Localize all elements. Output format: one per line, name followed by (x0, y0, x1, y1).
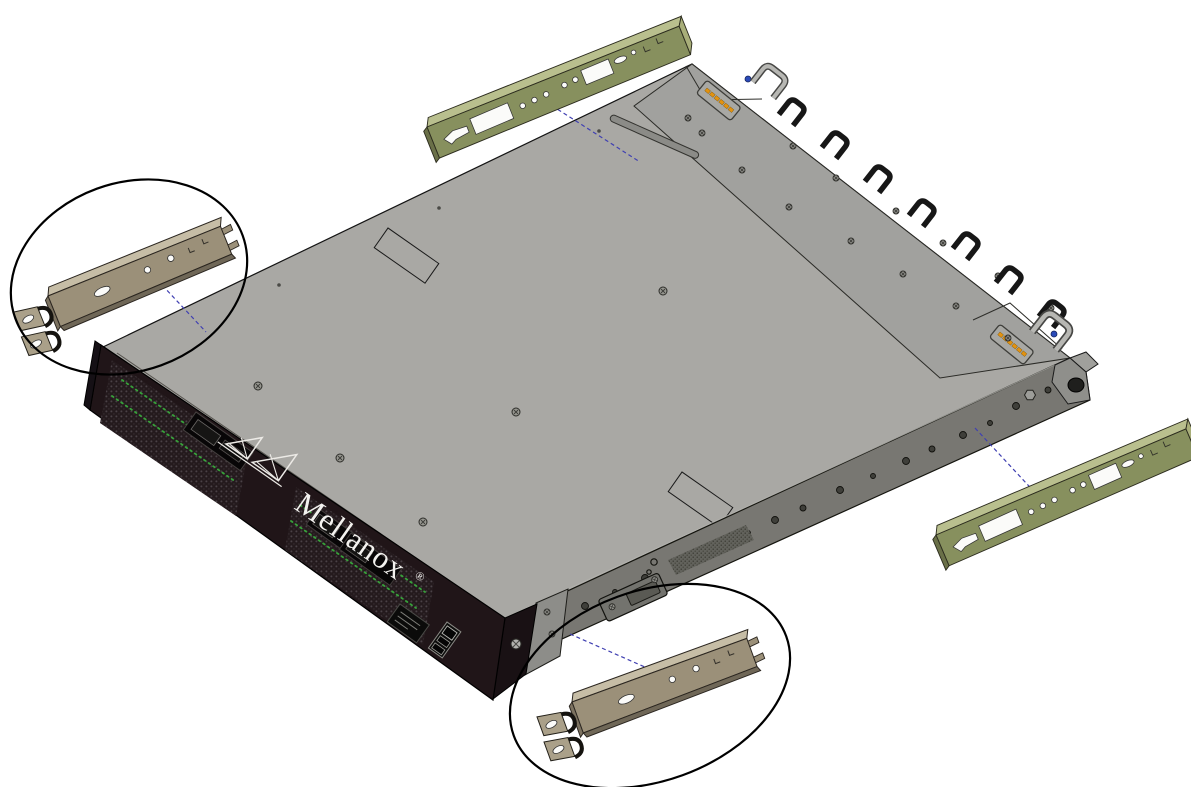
port-cage (338, 532, 403, 586)
side-panel-highlight (506, 359, 1067, 618)
callout-ellipse-left (9, 178, 249, 376)
corner-hole (1067, 377, 1085, 393)
status-display (386, 603, 431, 644)
fan-handle (953, 232, 980, 260)
rear-tray-details (684, 65, 1063, 366)
hex-bolt (1023, 389, 1037, 401)
front-bezel: Mellanox ® (83, 340, 538, 702)
rear-corner-block (1051, 351, 1099, 405)
cover-vent-slot (609, 114, 700, 159)
mgmt-port-stack (427, 621, 462, 659)
fan-handle (822, 131, 849, 159)
cover-screws (253, 129, 668, 527)
captive-screw (510, 638, 522, 650)
thumbscrew-blue (1050, 330, 1058, 338)
callouts (9, 178, 792, 787)
psu-bail-handle (753, 64, 788, 98)
thumbscrew-blue (744, 75, 752, 83)
knurled-grip-patch (668, 525, 754, 575)
callout-ellipse-bottom (508, 582, 792, 787)
grounding-symbol (646, 558, 658, 575)
cover-cutout-outline (373, 227, 440, 284)
fan-handle (779, 98, 806, 126)
fan-handle (996, 266, 1023, 294)
brand-logo-icon (217, 436, 299, 488)
fan-handle (909, 199, 936, 227)
fan-handle (865, 165, 892, 193)
leader-line-top-rail (539, 97, 641, 163)
bezel-left-cap (83, 340, 102, 411)
chassis: Mellanox ® (83, 64, 1099, 702)
